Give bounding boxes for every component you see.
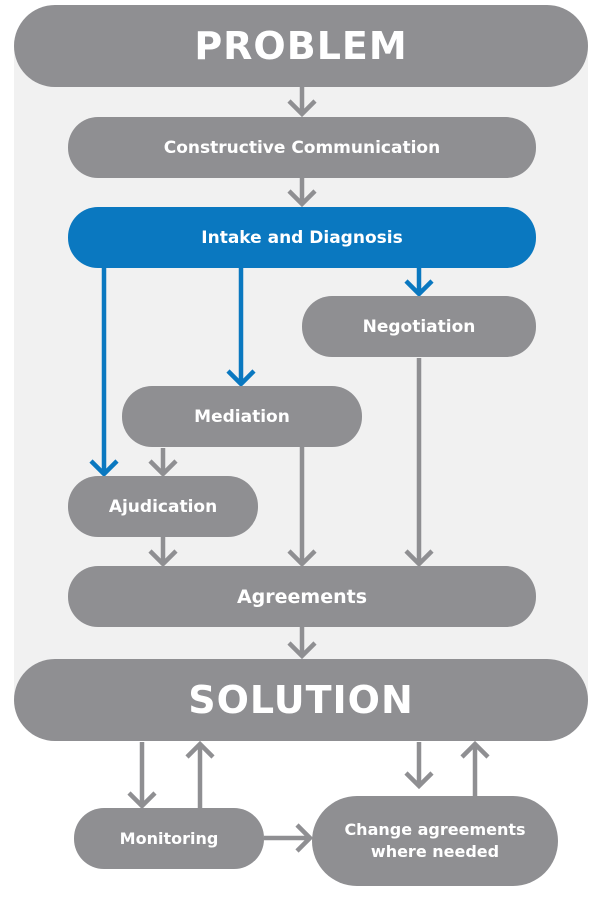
change-agreements-label-line1: Change agreements [344, 820, 526, 839]
intake-diagnosis-label: Intake and Diagnosis [201, 227, 403, 248]
arrow-agreements-to-solution [287, 627, 317, 660]
arrow-intake-to-adjudication [89, 268, 119, 478]
change-agreements-node: Change agreements where needed [312, 796, 558, 886]
agreements-label: Agreements [236, 585, 368, 608]
arrow-adjudication-to-agreements [148, 536, 178, 568]
constructive-communication-label: Constructive Communication [163, 137, 441, 158]
mediation-label: Mediation [194, 406, 290, 427]
arrow-problem-to-constructive [287, 86, 317, 118]
solution-node: SOLUTION [14, 659, 588, 741]
arrow-change-to-solution [460, 740, 490, 796]
intake-diagnosis-node: Intake and Diagnosis [68, 207, 536, 268]
arrow-solution-to-monitoring [127, 742, 157, 810]
problem-node: PROBLEM [14, 5, 588, 87]
arrow-intake-to-negotiation [404, 268, 434, 298]
arrow-monitoring-to-solution [185, 740, 215, 808]
arrow-mediation-to-agreements [287, 446, 317, 568]
arrow-mediation-to-adjudication [148, 448, 178, 478]
negotiation-label: Negotiation [362, 316, 476, 337]
arrow-intake-to-mediation [226, 268, 256, 388]
monitoring-label: Monitoring [119, 828, 219, 848]
adjudication-label: Ajudication [108, 496, 218, 517]
mediation-node: Mediation [122, 386, 362, 447]
adjudication-node: Ajudication [68, 476, 258, 537]
constructive-communication-node: Constructive Communication [68, 117, 536, 178]
solution-label: SOLUTION [188, 678, 414, 722]
arrow-negotiation-to-agreements [404, 358, 434, 568]
negotiation-node: Negotiation [302, 296, 536, 357]
problem-label: PROBLEM [194, 24, 408, 68]
arrow-solution-to-change [404, 742, 434, 790]
change-agreements-label-line2: where needed [370, 842, 500, 861]
agreements-node: Agreements [68, 566, 536, 627]
monitoring-node: Monitoring [74, 808, 264, 869]
arrow-monitoring-to-change [264, 823, 314, 853]
arrow-constructive-to-intake [287, 178, 317, 208]
